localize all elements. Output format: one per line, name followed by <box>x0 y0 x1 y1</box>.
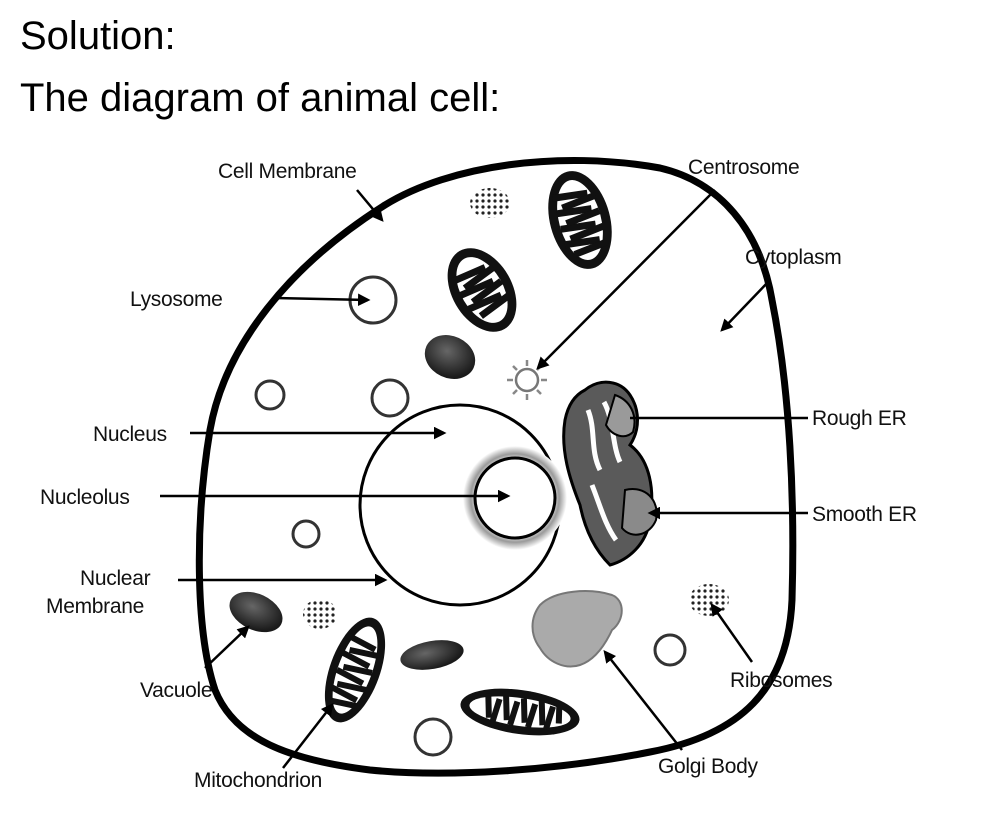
label-nuclear-membrane-1: Nuclear <box>80 567 151 590</box>
solution-heading: Solution: <box>20 14 176 58</box>
mitochondrion-pointer <box>282 703 334 769</box>
label-ribosomes: Ribosomes <box>730 669 832 692</box>
label-rough-er: Rough ER <box>812 407 907 430</box>
label-nuclear-membrane-2: Membrane <box>46 595 144 618</box>
vacuole <box>229 591 283 633</box>
vesicle <box>291 519 321 549</box>
centrosome <box>507 360 547 400</box>
endoplasmic-reticulum <box>562 380 658 567</box>
cell-membrane-pointer <box>356 189 384 222</box>
mitochondrion <box>447 248 517 332</box>
label-smooth-er: Smooth ER <box>812 503 917 526</box>
label-vacuole: Vacuole <box>140 679 212 702</box>
ribosome-cluster <box>470 188 510 218</box>
dark-organelle <box>424 335 476 379</box>
vesicle <box>370 378 410 418</box>
nucleolus <box>473 456 557 540</box>
cytoplasm-pointer <box>720 279 771 332</box>
label-mitochondrion: Mitochondrion <box>194 769 322 792</box>
leader-lines <box>160 189 808 769</box>
label-lysosome: Lysosome <box>130 288 223 311</box>
mitochondrion <box>460 688 580 736</box>
lysosome-pointer <box>274 293 371 307</box>
mitochondrion <box>548 171 612 269</box>
golgi-pointer <box>603 650 683 751</box>
label-cytoplasm: Cytoplasm <box>745 246 842 269</box>
label-centrosome: Centrosome <box>688 156 799 179</box>
ribosomes-pointer <box>710 602 754 663</box>
centrosome-pointer <box>536 189 716 370</box>
dark-organelle <box>400 640 464 670</box>
vesicle <box>653 633 687 667</box>
vesicle <box>413 717 453 757</box>
label-nucleus: Nucleus <box>93 423 167 446</box>
ribosome-cluster <box>303 599 337 629</box>
vesicle <box>254 379 286 411</box>
golgi-body <box>531 590 623 668</box>
vacuole-pointer <box>204 625 250 669</box>
label-golgi-body: Golgi Body <box>658 755 759 778</box>
diagram-title: The diagram of animal cell: <box>20 76 501 120</box>
label-nucleolus: Nucleolus <box>40 486 130 509</box>
label-cell-membrane: Cell Membrane <box>218 160 357 183</box>
mitochondrion <box>324 617 386 723</box>
ribosome-cluster <box>689 584 729 616</box>
